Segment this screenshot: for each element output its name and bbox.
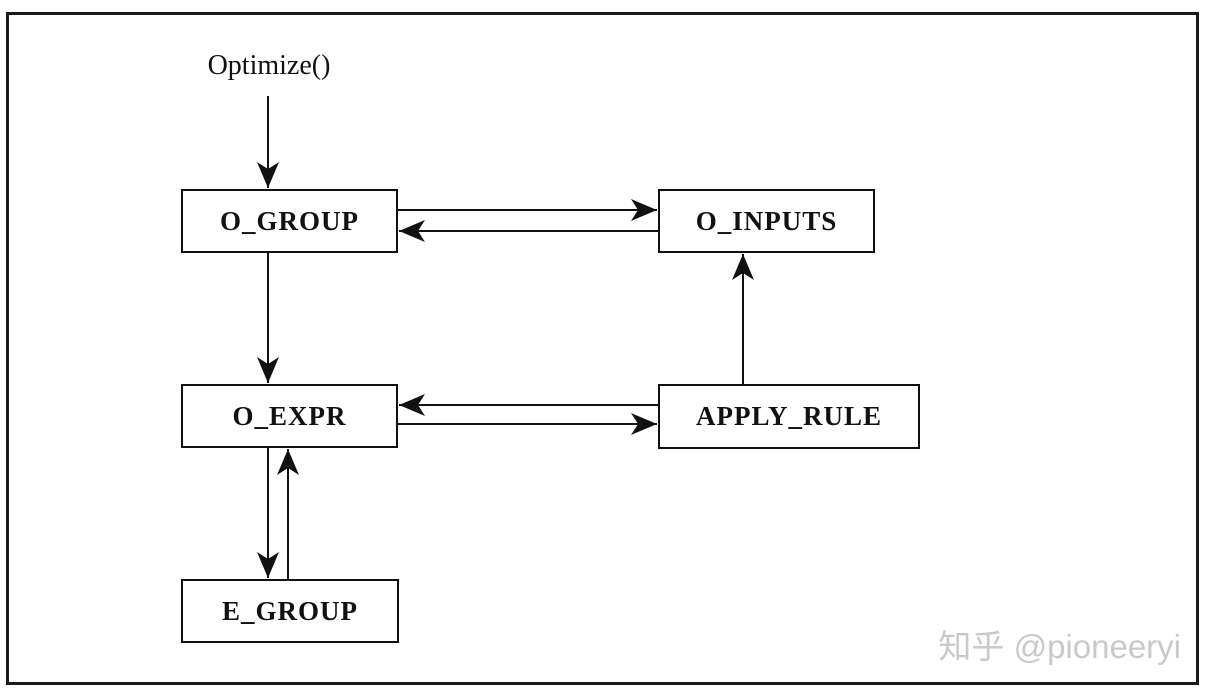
- node-o-group: O_GROUP: [181, 189, 398, 253]
- watermark-text: 知乎 @pioneeryi: [938, 628, 1181, 665]
- node-o-group-label: O_GROUP: [220, 205, 359, 236]
- diagram-border-frame: [6, 12, 1199, 685]
- node-o-inputs-label: O_INPUTS: [695, 205, 838, 236]
- node-apply-rule-label: APPLY_RULE: [695, 401, 883, 431]
- node-o-expr-label: O_EXPR: [232, 400, 347, 431]
- entry-function-label: Optimize(): [207, 50, 331, 81]
- node-e-group-label: E_GROUP: [221, 595, 358, 626]
- node-o-inputs: O_INPUTS: [658, 189, 875, 253]
- node-e-group: E_GROUP: [181, 579, 399, 643]
- node-apply-rule: APPLY_RULE: [658, 384, 920, 449]
- node-o-expr: O_EXPR: [181, 384, 398, 448]
